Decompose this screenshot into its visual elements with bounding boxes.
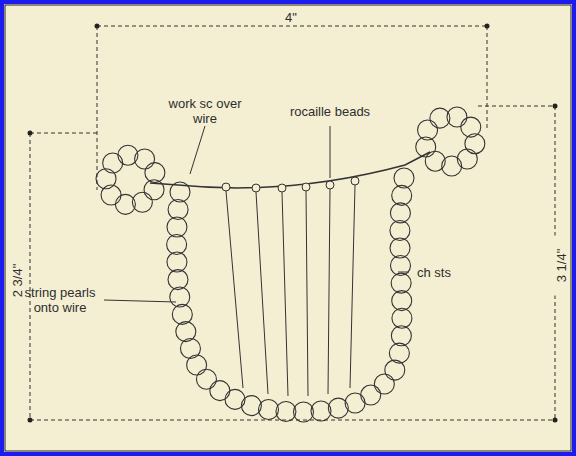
pearl <box>394 168 414 188</box>
dimension-label: 4" <box>281 10 301 25</box>
pearl <box>392 308 412 328</box>
pearl <box>447 107 467 127</box>
pearl <box>391 326 411 346</box>
pearl <box>170 182 190 202</box>
dimension-label: 3 1/4" <box>554 235 569 295</box>
pearl <box>390 256 410 276</box>
chain-stitches <box>226 185 355 396</box>
callout-label: work sc over wire <box>165 96 245 126</box>
pearl <box>115 194 135 214</box>
pearl <box>418 120 438 140</box>
pearl <box>187 355 207 375</box>
pearl <box>311 401 331 421</box>
pearl <box>168 270 188 290</box>
pearl <box>457 149 477 169</box>
pearl <box>392 185 412 205</box>
pearl <box>293 402 313 422</box>
pearl <box>172 304 192 324</box>
callout-label: string pearls onto wire <box>15 285 105 315</box>
pearl <box>167 235 187 255</box>
pearl <box>210 381 230 401</box>
pearl <box>259 400 279 420</box>
pearl <box>96 169 116 189</box>
pearl <box>425 151 445 171</box>
pearl <box>361 385 381 405</box>
rocaille-beads <box>222 177 359 192</box>
pearls <box>96 107 485 422</box>
pearl <box>145 163 165 183</box>
wire <box>150 152 430 188</box>
pearl <box>390 203 410 223</box>
dimension-label: 2 3/4" <box>10 250 25 310</box>
pearl <box>389 343 409 363</box>
pearl <box>465 134 485 154</box>
pearl <box>276 402 296 422</box>
pearl <box>392 291 412 311</box>
frame-inner <box>5 5 571 451</box>
dimension-dots <box>28 24 558 423</box>
callout-label: rocaille beads <box>285 104 375 119</box>
pearl <box>390 220 410 240</box>
pearl <box>167 217 187 237</box>
pearl <box>374 374 394 394</box>
callout-label: ch sts <box>409 265 459 280</box>
pearl <box>241 396 261 416</box>
leader-lines <box>104 126 409 302</box>
pearl <box>345 393 365 413</box>
pearl <box>170 287 190 307</box>
pearl <box>225 389 245 409</box>
pearl <box>391 273 411 293</box>
pearl <box>135 149 155 169</box>
pearl <box>390 238 410 258</box>
dimension-lines <box>30 26 555 420</box>
pearl <box>167 252 187 272</box>
pearl <box>168 199 188 219</box>
pearl <box>103 153 123 173</box>
pearl <box>196 369 216 389</box>
